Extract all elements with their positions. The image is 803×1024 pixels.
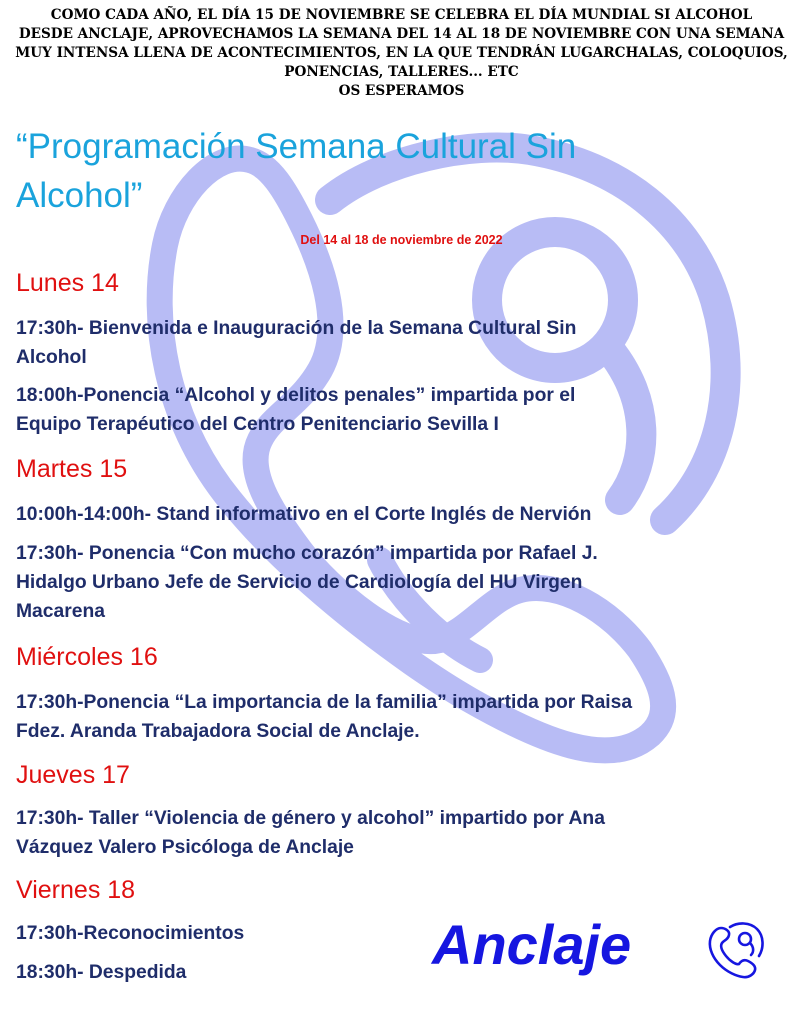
day-heading-friday: Viernes 18 [16,876,136,904]
schedule-item: 18:30h- Despedida [16,958,776,987]
title-line: Alcohol” [16,176,143,215]
intro-text: COMO CADA AÑO, EL DÍA 15 DE NOVIEMBRE SE… [0,6,803,101]
day-heading-monday: Lunes 14 [16,269,119,297]
schedule-item: 17:30h- Ponencia “Con mucho corazón” imp… [16,539,776,626]
intro-line: COMO CADA AÑO, EL DÍA 15 DE NOVIEMBRE SE… [50,7,753,23]
intro-line: OS ESPERAMOS [338,83,465,99]
day-heading-wednesday: Miércoles 16 [16,643,158,671]
logo-text: Anclaje [432,913,632,976]
schedule-item: 17:30h-Reconocimientos [16,919,776,948]
schedule-item: 17:30h- Taller “Violencia de género y al… [16,804,776,862]
date-range: Del 14 al 18 de noviembre de 2022 [300,233,503,247]
intro-line: MUY INTENSA LLENA DE ACONTECIMIENTOS, EN… [15,45,788,61]
day-heading-thursday: Jueves 17 [16,761,130,789]
item-line: 17:30h- Taller “Violencia de género y al… [16,808,605,829]
item-line: Macarena [16,601,105,622]
item-line: Fdez. Aranda Trabajadora Social de Ancla… [16,721,420,742]
item-line: Hidalgo Urbano Jefe de Servicio de Cardi… [16,572,583,593]
page-title: “Programación Semana Cultural Sin Alcoho… [16,122,776,220]
item-line: 17:30h- Bienvenida e Inauguración de la … [16,318,577,339]
item-line: 10:00h-14:00h- Stand informativo en el C… [16,504,592,525]
anclaje-logo: Anclaje [432,910,772,990]
item-line: 17:30h-Reconocimientos [16,923,245,944]
item-line: Vázquez Valero Psicóloga de Anclaje [16,837,354,858]
item-line: Alcohol [16,347,87,368]
day-heading-tuesday: Martes 15 [16,455,128,483]
phone-handset-icon [708,922,764,979]
schedule-item: 17:30h- Bienvenida e Inauguración de la … [16,314,776,372]
intro-line: PONENCIAS, TALLERES... ETC [284,64,519,80]
item-line: 18:00h-Ponencia “Alcohol y delitos penal… [16,385,576,406]
item-line: Equipo Terapéutico del Centro Penitencia… [16,414,499,435]
schedule-item: 17:30h-Ponencia “La importancia de la fa… [16,688,776,746]
schedule-item: 10:00h-14:00h- Stand informativo en el C… [16,500,776,529]
intro-line: DESDE ANCLAJE, APROVECHAMOS LA SEMANA DE… [18,26,785,42]
item-line: 17:30h- Ponencia “Con mucho corazón” imp… [16,543,598,564]
schedule-item: 18:00h-Ponencia “Alcohol y delitos penal… [16,381,776,439]
title-line: “Programación Semana Cultural Sin [16,127,577,166]
item-line: 18:30h- Despedida [16,962,187,983]
item-line: 17:30h-Ponencia “La importancia de la fa… [16,692,633,713]
